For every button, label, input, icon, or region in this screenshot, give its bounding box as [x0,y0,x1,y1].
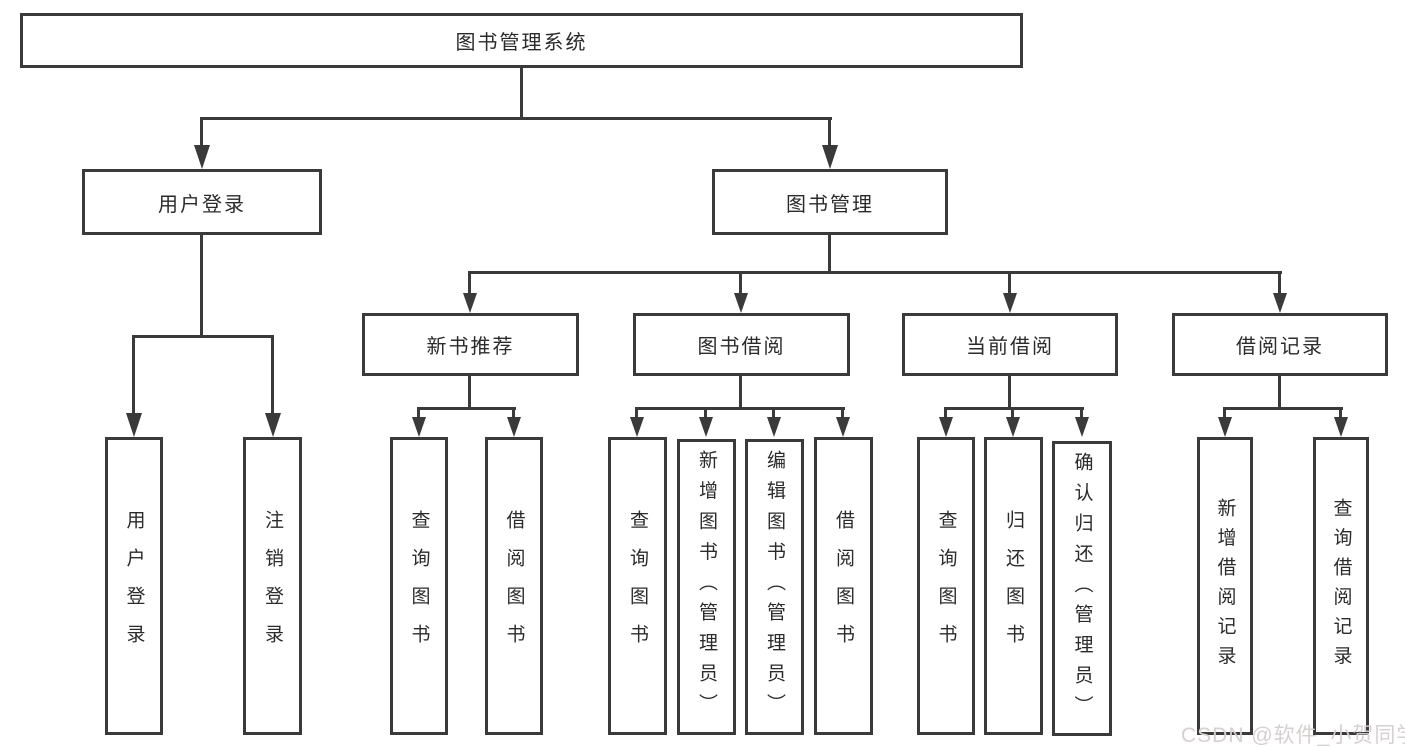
leaf-logout: 注销登录 [243,437,302,735]
leaf-edit-books-admin: 编辑图书（管理员） [745,439,804,735]
connector-line [468,376,471,409]
leaf-query-books-recommend: 查询图书 [390,437,448,735]
connector-line [468,273,471,294]
leaf-label: 查询借阅记录 [1330,497,1352,675]
arrow-down-icon [1334,417,1348,437]
connector-line [468,271,1282,274]
connector-line [132,337,135,413]
arrow-down-icon [1075,417,1089,437]
connector-line [417,409,420,417]
leaf-borrow-books: 借阅图书 [814,437,873,735]
leaf-confirm-return-admin: 确认归还（管理员） [1052,441,1112,736]
connector-line [828,119,831,145]
arrow-down-icon [734,293,748,313]
node-user-login: 用户登录 [82,169,322,235]
connector-line [520,68,523,119]
node-library-management-system: 图书管理系统 [20,13,1023,68]
connector-line [1278,273,1281,294]
leaf-return-books: 归还图书 [984,437,1043,735]
leaf-user-login: 用户登录 [105,437,163,735]
node-new-book-recommendation: 新书推荐 [362,313,579,376]
node-borrowing-records: 借阅记录 [1172,313,1388,376]
leaf-label: 查询图书 [627,510,648,662]
connector-line [944,407,1084,410]
arrow-down-icon [1218,417,1232,437]
leaf-label: 用户登录 [123,510,145,662]
connector-line [1278,376,1281,409]
leaf-add-books-admin: 新增图书（管理员） [677,439,736,735]
connector-line [944,409,947,417]
leaf-label: 确认归还（管理员） [1071,451,1093,726]
connector-line [512,409,515,417]
arrow-down-icon [630,417,644,437]
node-current-borrowing: 当前借阅 [902,313,1118,376]
arrow-down-icon [1003,293,1017,313]
connector-line [1223,407,1343,410]
connector-line [1008,376,1011,409]
connector-line [772,409,775,417]
leaf-label: 借阅图书 [503,510,525,662]
watermark: CSDN @软件_小贺同学 [1181,724,1405,747]
leaf-add-borrow-record: 新增借阅记录 [1197,437,1253,735]
arrow-down-icon [1006,417,1020,437]
node-book-borrowing: 图书借阅 [633,313,850,376]
arrow-down-icon [699,417,713,437]
arrow-down-icon [836,417,850,437]
connector-line [635,409,638,417]
connector-line [1339,409,1342,417]
arrow-down-icon [126,413,142,437]
connector-line [635,407,845,410]
leaf-label: 查询图书 [408,510,430,662]
connector-line [704,409,707,417]
leaf-query-books-current: 查询图书 [917,437,975,735]
leaf-label: 新增图书（管理员） [696,450,717,724]
connector-line [200,117,832,120]
arrow-down-icon [767,417,781,437]
leaf-query-borrow-record: 查询借阅记录 [1313,437,1369,735]
leaf-label: 编辑图书（管理员） [764,450,785,724]
arrow-down-icon [265,413,281,437]
leaf-borrow-books-recommend: 借阅图书 [485,437,543,735]
leaf-label: 查询图书 [935,510,957,662]
connector-line [1008,273,1011,294]
leaf-query-books-borrow: 查询图书 [608,437,667,735]
arrow-down-icon [194,145,210,169]
arrow-down-icon [463,293,477,313]
arrow-down-icon [939,417,953,437]
leaf-label: 注销登录 [262,510,283,662]
connector-line [417,407,516,410]
arrow-down-icon [412,417,426,437]
connector-line [739,376,742,409]
leaf-label: 归还图书 [1003,510,1024,662]
connector-line [1011,409,1014,417]
connector-line [132,335,274,338]
arrow-down-icon [822,145,838,169]
connector-line [841,409,844,417]
connector-line [271,337,274,413]
arrow-down-icon [1273,293,1287,313]
connector-line [1080,409,1083,417]
connector-line [200,235,203,337]
arrow-down-icon [507,417,521,437]
leaf-label: 借阅图书 [833,510,854,662]
connector-line [739,273,742,294]
leaf-label: 新增借阅记录 [1214,497,1236,675]
node-book-management: 图书管理 [712,169,948,235]
connector-line [200,119,203,145]
connector-line [1223,409,1226,417]
connector-line [828,235,831,273]
